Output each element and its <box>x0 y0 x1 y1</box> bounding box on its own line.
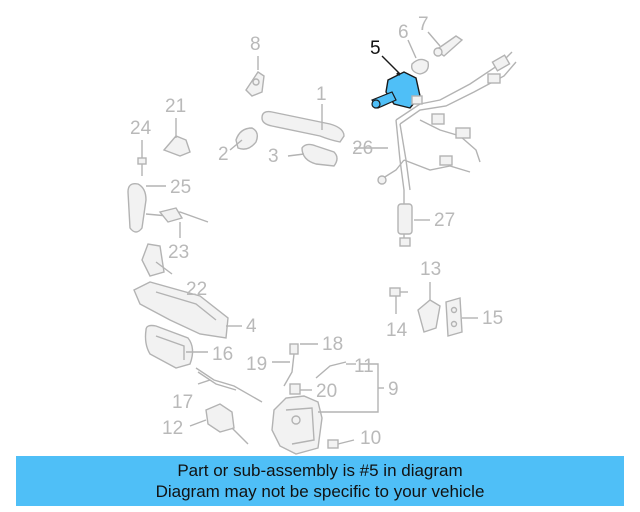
callout-17: 17 <box>172 392 193 413</box>
callout-24: 24 <box>130 118 152 139</box>
part-3-bezel <box>287 143 338 167</box>
callout-20: 20 <box>316 381 337 402</box>
callout-7: 7 <box>418 14 429 35</box>
callout-9: 9 <box>388 379 399 400</box>
callout-19: 19 <box>246 354 267 375</box>
callout-10: 10 <box>360 428 381 449</box>
callout-23: 23 <box>168 242 189 263</box>
part-17-rod <box>195 367 263 403</box>
callout-18: 18 <box>322 334 343 355</box>
part-21-bracket <box>162 118 191 157</box>
callout-14: 14 <box>386 320 408 341</box>
banner-line-disclaimer: Diagram may not be specific to your vehi… <box>155 482 485 501</box>
part-18-rod-clip <box>289 343 318 355</box>
part-16-trim <box>144 324 208 369</box>
part-10-bolt <box>327 439 355 449</box>
parts-diagram: 8 1 21 24 2 3 25 23 22 4 16 17 12 18 19 … <box>127 14 517 455</box>
callout-4: 4 <box>246 316 257 337</box>
banner-line-part: Part or sub-assembly is #5 in diagram <box>177 461 463 480</box>
callout-11: 11 <box>354 356 374 377</box>
part-2-gasket <box>229 127 259 151</box>
callout-5: 5 <box>370 38 381 59</box>
part-1-outer-handle <box>261 104 345 143</box>
callout-3: 3 <box>268 146 279 167</box>
part-22-bracket <box>141 243 173 277</box>
callout-1: 1 <box>316 84 327 105</box>
part-25-inner-handle <box>127 182 166 233</box>
part-13-bracket <box>417 282 441 333</box>
part-26-wiring-harness <box>354 51 517 210</box>
part-24-screw <box>137 140 147 176</box>
part-12-bracket <box>189 403 249 445</box>
callout-25: 25 <box>170 177 191 198</box>
callout-22: 22 <box>186 279 207 300</box>
part-19-rod <box>272 353 295 387</box>
part-15-striker <box>445 297 478 337</box>
part-27-actuator <box>397 203 430 247</box>
callout-15: 15 <box>482 308 503 329</box>
callout-8: 8 <box>250 34 261 55</box>
info-banner: Part or sub-assembly is #5 in diagram Di… <box>16 456 624 506</box>
callout-16: 16 <box>212 344 233 365</box>
part-7-retainer <box>427 31 464 57</box>
part-14-bolt <box>389 287 408 314</box>
part-4-handle-housing <box>133 281 242 339</box>
callout-27: 27 <box>434 210 455 231</box>
part-20-clip <box>289 383 312 395</box>
callout-26: 26 <box>352 138 373 159</box>
part-8-bracket <box>245 56 265 97</box>
part-9-latch <box>271 363 384 455</box>
part-11-rod <box>315 361 356 379</box>
callout-21: 21 <box>165 96 186 117</box>
callout-13: 13 <box>420 259 441 280</box>
callout-6: 6 <box>398 22 409 43</box>
part-23-linkage <box>145 207 209 238</box>
callout-2: 2 <box>218 144 229 165</box>
part-6-clip <box>407 39 430 75</box>
callout-12: 12 <box>162 418 183 439</box>
